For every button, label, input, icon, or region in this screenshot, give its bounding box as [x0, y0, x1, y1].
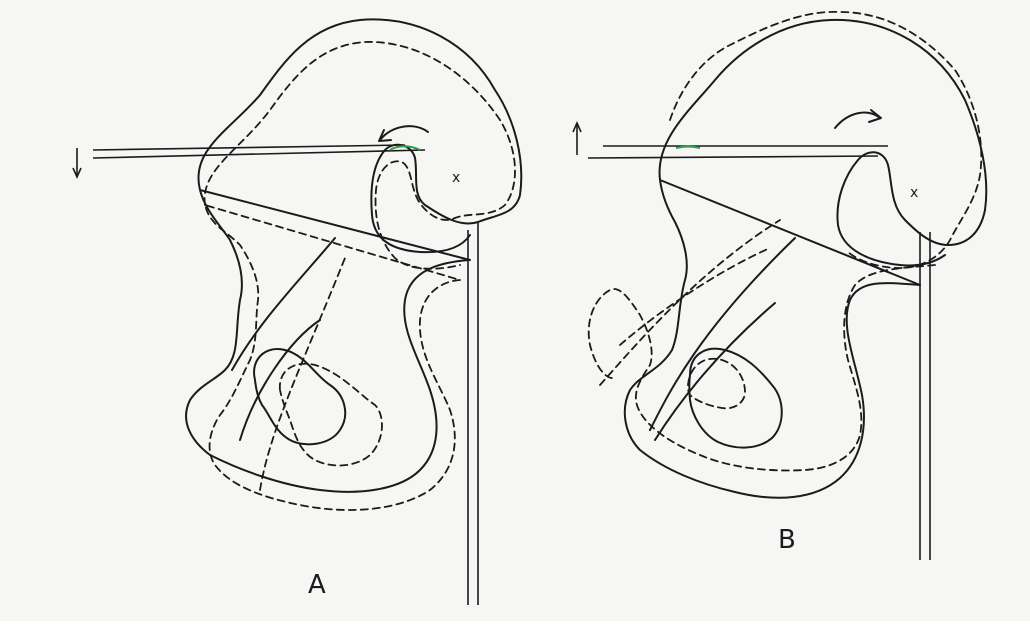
panel-a-label: A	[308, 570, 326, 600]
panel-b-label: B	[778, 525, 796, 555]
panel-b-center-mark: x	[910, 185, 918, 201]
panel-a-center-mark: x	[452, 170, 460, 186]
